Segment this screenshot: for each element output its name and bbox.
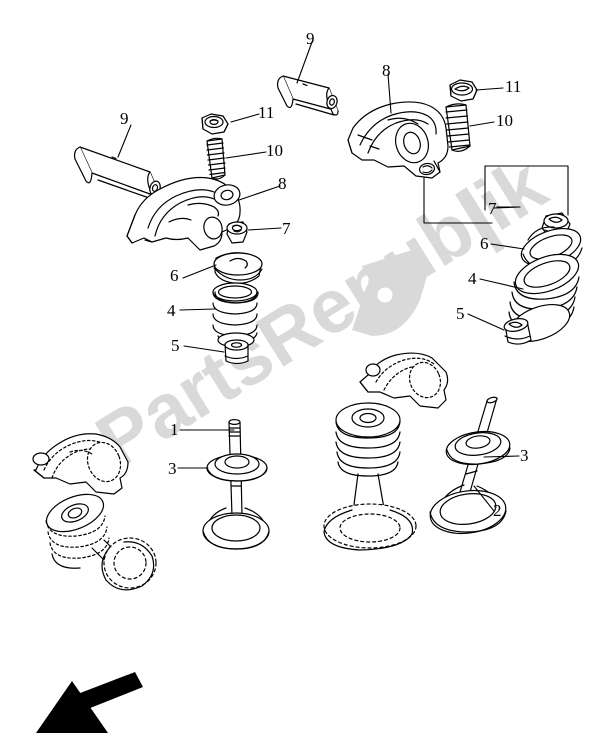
callout-9-top: 9: [306, 29, 315, 48]
part-intake-valve: [202, 419, 270, 550]
part-spring-retainer-left: [213, 252, 263, 284]
callout-2: 2: [493, 501, 502, 520]
callout-4-right: 4: [468, 269, 477, 288]
part-valve-spring-left: [212, 282, 259, 348]
callout-11-left: 11: [258, 103, 275, 122]
part-rocker-arm-shaft-top: [276, 75, 339, 116]
part-adjuster-screw-right: [445, 103, 471, 152]
part-spring-seat-right: [503, 318, 532, 345]
part-rocker-arm-right: [347, 101, 449, 179]
callout-1: 1: [170, 420, 179, 439]
part-lock-nut-right: [449, 79, 478, 102]
leader-lines: [117, 41, 525, 512]
callout-6-right: 6: [480, 234, 489, 253]
callout-11-right: 11: [505, 77, 522, 96]
part-valve-cotter-left: [226, 221, 248, 244]
callout-3-right: 3: [520, 446, 529, 465]
callout-4-left: 4: [167, 301, 176, 320]
callout-9-left: 9: [120, 109, 129, 128]
callout-10-left: 10: [266, 141, 283, 160]
callout-8-left: 8: [278, 174, 287, 193]
callout-7-left: 7: [282, 219, 291, 238]
part-lock-nut-left: [201, 113, 229, 135]
assembly-rocker-and-valve-right: [323, 352, 449, 551]
callout-10-right: 10: [496, 111, 513, 130]
callout-5-right: 5: [456, 304, 465, 323]
part-rocker-arm-left: [126, 176, 241, 251]
part-adjuster-screw-left: [206, 137, 226, 180]
callout-5-left: 5: [171, 336, 180, 355]
callout-3-left: 3: [168, 459, 177, 478]
part-spring-seat-left: [224, 339, 249, 365]
callout-8-right: 8: [382, 61, 391, 80]
assembly-rocker-and-valve-left: [32, 433, 157, 591]
callout-7-right: 7: [488, 199, 497, 218]
callout-6-left: 6: [170, 266, 179, 285]
orientation-arrow: [36, 672, 143, 733]
leader-bracket-cotter: [423, 165, 569, 224]
